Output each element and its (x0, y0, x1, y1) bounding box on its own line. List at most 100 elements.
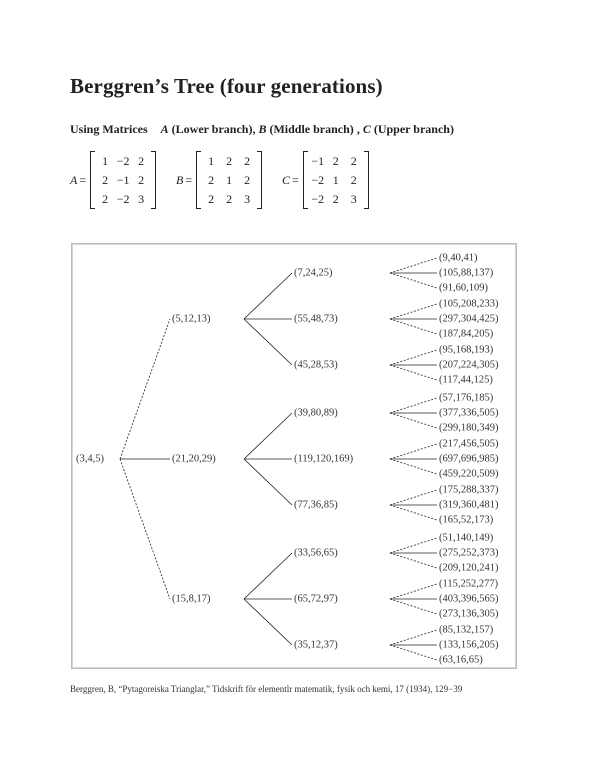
tree-node-gen2: (45,28,53) (294, 359, 338, 370)
subtitle-sep-2: , (356, 122, 360, 136)
matrix-equals: = (185, 172, 193, 187)
matrix-cell: 1 (208, 154, 215, 168)
tree-node-gen3: (95,168,193) (439, 344, 494, 355)
matrix-cell: −2 (311, 173, 325, 187)
tree-edge-gen3 (389, 598, 438, 615)
tree-node-gen3: (91,60,109) (439, 282, 488, 293)
matrix-equals: = (292, 172, 299, 187)
matrix-cell: 2 (208, 192, 215, 206)
tree-edge-gen3 (389, 552, 438, 569)
tree-edge-gen3 (389, 257, 438, 274)
tree-node-gen3: (275,252,373) (439, 547, 499, 558)
tree-node-gen3: (175,288,337) (439, 484, 499, 495)
tree-node-gen3: (377,336,505) (439, 407, 499, 418)
matrix-cell: 2 (102, 192, 109, 206)
tree-edge-gen2 (243, 412, 293, 460)
tree-edge-gen2 (243, 552, 293, 600)
matrix-cell: 2 (138, 154, 145, 168)
tree-edge-gen2 (243, 598, 293, 646)
tree-node-gen3: (51,140,149) (439, 532, 494, 543)
tree-node-gen3: (57,176,185) (439, 392, 494, 403)
matrix-b-desc: (Middle branch) (269, 122, 354, 136)
matrix-cell: 2 (350, 154, 357, 168)
tree-node-gen2: (65,72,97) (294, 593, 338, 604)
matrix-cell: 3 (350, 192, 357, 206)
matrix-cell: −1 (116, 173, 130, 187)
tree-node-gen3: (697,696,985) (439, 453, 499, 464)
tree-edge-gen3 (389, 318, 438, 335)
matrix-cell: 3 (244, 192, 251, 206)
tree-edge-gen2 (243, 318, 293, 366)
tree-edge-gen3 (389, 537, 438, 554)
tree-node-gen3: (299,180,349) (439, 422, 499, 433)
matrix-cell: 2 (208, 173, 215, 187)
tree-node-gen3: (63,16,65) (439, 654, 483, 665)
tree-edge-gen3 (389, 364, 438, 381)
tree-node-gen2: (55,48,73) (294, 313, 338, 324)
matrix-c-desc: (Upper branch) (373, 122, 454, 136)
matrix-a-desc: (Lower branch) (171, 122, 253, 136)
tree-edge-gen1 (119, 458, 171, 600)
tree-node-gen2: (33,56,65) (294, 547, 338, 558)
matrix-cell: 2 (350, 173, 357, 187)
matrix-b-name: B (258, 122, 267, 136)
tree-node-gen1: (21,20,29) (172, 453, 216, 464)
matrix-cell: 2 (226, 154, 233, 168)
tree-node-gen3: (209,120,241) (439, 562, 499, 573)
matrix-cell: 2 (244, 173, 251, 187)
matrix-cell: 3 (138, 192, 145, 206)
tree-edge-gen3 (389, 443, 438, 460)
matrix-cell: −1 (311, 154, 325, 168)
matrix-cell: 2 (226, 192, 233, 206)
matrix-cell: −2 (116, 192, 130, 206)
tree-edge-gen3 (389, 644, 438, 661)
tree-node-gen3: (105,208,233) (439, 298, 499, 309)
tree-node-gen1: (5,12,13) (172, 313, 211, 324)
tree-edge-gen3 (389, 412, 438, 429)
tree-edge-gen1 (119, 318, 171, 460)
matrix-subtitle: Using Matrices A (Lower branch), B (Midd… (70, 122, 454, 137)
matrix-cell: 2 (244, 154, 251, 168)
tree-frame: (3,4,5)(5,12,13)(7,24,25)(9,40,41)(105,8… (71, 243, 517, 669)
tree-node-root: (3,4,5) (76, 453, 104, 464)
tree-node-gen2: (77,36,85) (294, 499, 338, 510)
tree-node-gen3: (85,132,157) (439, 624, 494, 635)
tree-edge-gen3 (389, 504, 438, 521)
tree-node-gen3: (297,304,425) (439, 313, 499, 324)
tree-node-gen3: (133,156,205) (439, 639, 499, 650)
tree-node-gen3: (9,40,41) (439, 252, 478, 263)
tree-edge-gen3 (389, 349, 438, 366)
matrix-cell: −2 (311, 192, 325, 206)
subtitle-sep-1: , (252, 122, 256, 136)
tree-node-gen2: (119,120,169) (294, 453, 354, 464)
citation-footer: Berggren, B, “Pytagoreiska Trianglar,” T… (70, 684, 463, 694)
tree-node-gen2: (35,12,37) (294, 639, 338, 650)
matrix-cell: 2 (138, 173, 145, 187)
matrix-cell: 2 (332, 154, 339, 168)
tree-edge-gen3 (389, 303, 438, 320)
matrix-label: C (282, 172, 291, 187)
tree-edge-gen2 (243, 458, 293, 506)
tree-edge-gen3 (389, 629, 438, 646)
tree-node-gen1: (15,8,17) (172, 593, 211, 604)
matrix-cell: 1 (332, 173, 339, 187)
matrix-label: B (176, 172, 184, 187)
tree-node-gen3: (117,44,125) (439, 374, 493, 385)
matrix-cell: 2 (332, 192, 339, 206)
tree-node-gen3: (273,136,305) (439, 608, 499, 619)
matrix-label: A (70, 172, 78, 187)
matrix-cell: 1 (102, 154, 109, 168)
tree-node-gen3: (105,88,137) (439, 267, 494, 278)
tree-edge-gen2 (243, 272, 293, 320)
subtitle-prefix: Using Matrices (70, 122, 148, 136)
tree-node-gen3: (187,84,205) (439, 328, 494, 339)
